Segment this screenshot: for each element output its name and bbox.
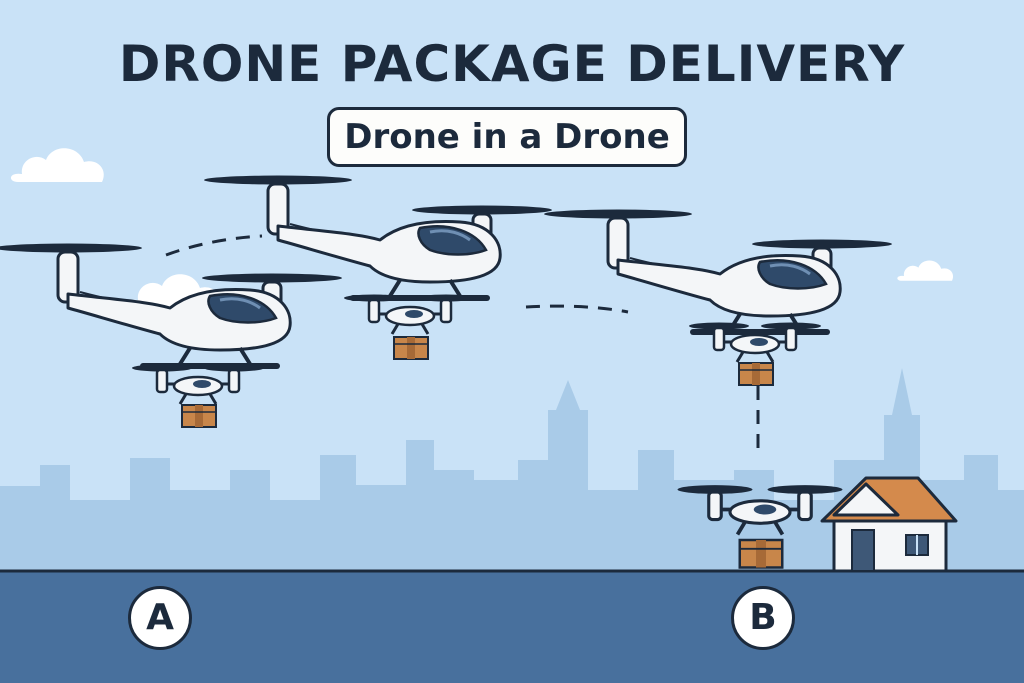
package-icon xyxy=(181,404,217,428)
flight-path xyxy=(165,234,760,455)
package-icon xyxy=(738,538,784,569)
package-icon xyxy=(738,362,774,386)
point-a-marker: A xyxy=(128,586,192,650)
page-title: DRONE PACKAGE DELIVERY xyxy=(118,35,906,93)
house-icon xyxy=(820,476,958,573)
subtitle-badge: Drone in a Drone xyxy=(327,107,687,167)
city-skyline xyxy=(0,368,1024,580)
point-b-marker: B xyxy=(731,586,795,650)
package-icon xyxy=(393,336,429,360)
